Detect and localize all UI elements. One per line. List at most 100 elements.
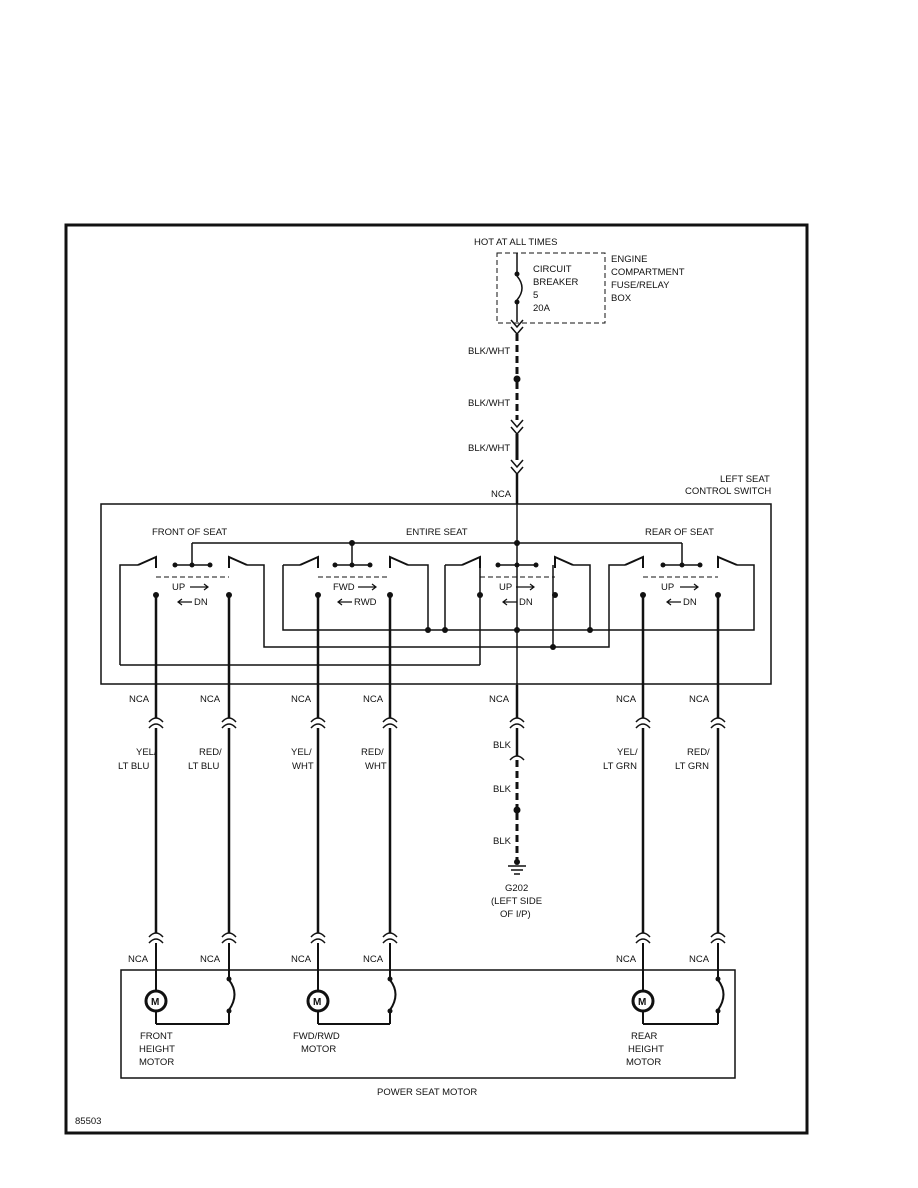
rear-motor-label-1: REAR (631, 1031, 658, 1042)
fwd-motor-symbol: M (313, 997, 321, 1008)
switch-junction-dots (349, 540, 593, 650)
wire-5-color-1: YEL/ (617, 747, 638, 758)
breaker-terminal-top (514, 271, 520, 277)
breaker-terminal-bottom (514, 299, 520, 305)
switch-1-up: UP (172, 582, 185, 593)
ground-symbol (508, 865, 526, 875)
wire-3-connector: NCA (291, 694, 312, 705)
rear-motor-label-3: MOTOR (626, 1057, 661, 1068)
box-label-1: ENGINE (611, 254, 647, 265)
wire-3-bottom-connector: NCA (291, 954, 312, 965)
ground-label-2: (LEFT SIDE (491, 896, 542, 907)
wire-3-color-2: WHT (292, 761, 314, 772)
ground-connector (509, 723, 525, 729)
ground-label-3: OF I/P) (500, 909, 531, 920)
motor-wires (154, 595, 720, 933)
wire-2-color-2: LT BLU (188, 761, 219, 772)
front-motor-label-2: HEIGHT (139, 1044, 175, 1055)
power-seat-motor-label: POWER SEAT MOTOR (377, 1087, 477, 1098)
feed-connector (510, 459, 524, 469)
ground-label-1: G202 (505, 883, 528, 894)
ground-wire-label-3: BLK (493, 836, 512, 847)
direction-arrows (177, 583, 699, 606)
box-label-2: COMPARTMENT (611, 267, 685, 278)
wire-4-bottom-connector: NCA (363, 954, 384, 965)
breaker-label-4: 20A (533, 303, 551, 314)
switch-3-up: UP (499, 582, 512, 593)
front-height-motor-icon (144, 989, 168, 1013)
switch-1-dn: DN (194, 597, 208, 608)
switch-contacts (153, 562, 721, 598)
ground-wire-label-2: BLK (493, 784, 512, 795)
breaker-label-1: CIRCUIT (533, 264, 572, 275)
switch-bus-lines (119, 504, 755, 685)
seat-control-switch-box (100, 503, 772, 685)
feed-nca-label: NCA (491, 489, 512, 500)
wire-4-connector: NCA (363, 694, 384, 705)
front-motor-label-1: FRONT (140, 1031, 173, 1042)
wire-1-color-1: YEL/ (136, 747, 157, 758)
rear-motor-label-2: HEIGHT (628, 1044, 664, 1055)
fuse-relay-box-outline (496, 252, 606, 324)
feed-connector (510, 419, 524, 429)
ground-connector (509, 717, 525, 723)
wire-2-color-1: RED/ (199, 747, 222, 758)
box-label-4: BOX (611, 293, 632, 304)
rear-motor-symbol: M (638, 997, 646, 1008)
switch-2-rwd: RWD (354, 597, 377, 608)
fwd-motor-label-2: MOTOR (301, 1044, 336, 1055)
inline-connectors (148, 717, 726, 944)
rear-height-motor-icon (631, 989, 655, 1013)
wire-5-color-2: LT GRN (603, 761, 637, 772)
wire-6-color-2: LT GRN (675, 761, 709, 772)
switch-blades (137, 555, 738, 568)
feed-wire-label-1: BLK/WHT (468, 346, 510, 357)
switch-4-dn: DN (683, 597, 697, 608)
front-motor-label-3: MOTOR (139, 1057, 174, 1068)
wire-6-color-1: RED/ (687, 747, 710, 758)
splice-dot (513, 375, 521, 383)
wire-2-bottom-connector: NCA (200, 954, 221, 965)
ground-connector-label: NCA (489, 694, 510, 705)
switch-title-1: LEFT SEAT (720, 474, 770, 485)
switch-2-fwd: FWD (333, 582, 355, 593)
wire-6-bottom-connector: NCA (689, 954, 710, 965)
ground-connector (509, 755, 525, 761)
feed-wire-label-2: BLK/WHT (468, 398, 510, 409)
rear-of-seat-label: REAR OF SEAT (645, 527, 714, 538)
wire-3-color-1: YEL/ (291, 747, 312, 758)
switch-4-up: UP (661, 582, 674, 593)
wire-4-color-2: WHT (365, 761, 387, 772)
motor-terminals (226, 976, 721, 1014)
ground-splice-dot (513, 806, 521, 814)
switch-3-dn: DN (519, 597, 533, 608)
motor-internal-wiring (155, 943, 725, 1025)
circuit-breaker-symbol (516, 275, 523, 301)
wire-6-connector: NCA (689, 694, 710, 705)
wire-1-bottom-connector: NCA (128, 954, 149, 965)
front-of-seat-label: FRONT OF SEAT (152, 527, 227, 538)
ground-terminal (514, 859, 520, 865)
wire-5-connector: NCA (616, 694, 637, 705)
front-motor-symbol: M (151, 997, 159, 1008)
wire-2-connector: NCA (200, 694, 221, 705)
wire-1-color-2: LT BLU (118, 761, 149, 772)
switch-title-2: CONTROL SWITCH (685, 486, 771, 497)
fwd-motor-label-1: FWD/RWD (293, 1031, 340, 1042)
wire-4-color-1: RED/ (361, 747, 384, 758)
wire-5-bottom-connector: NCA (616, 954, 637, 965)
box-label-3: FUSE/RELAY (611, 280, 670, 291)
breaker-label-2: BREAKER (533, 277, 579, 288)
power-seat-motor-box (120, 969, 736, 1079)
wire-1-connector: NCA (129, 694, 150, 705)
entire-seat-label: ENTIRE SEAT (406, 527, 468, 538)
diagram-frame (64, 223, 809, 1135)
feed-wire-label-3: BLK/WHT (468, 443, 510, 454)
breaker-label-3: 5 (533, 290, 538, 301)
fwd-rwd-motor-icon (306, 989, 330, 1013)
hot-at-all-times-label: HOT AT ALL TIMES (474, 237, 557, 248)
feed-connector (510, 319, 524, 329)
ground-wire-label-1: BLK (493, 740, 512, 751)
figure-id: 85503 (75, 1116, 101, 1127)
